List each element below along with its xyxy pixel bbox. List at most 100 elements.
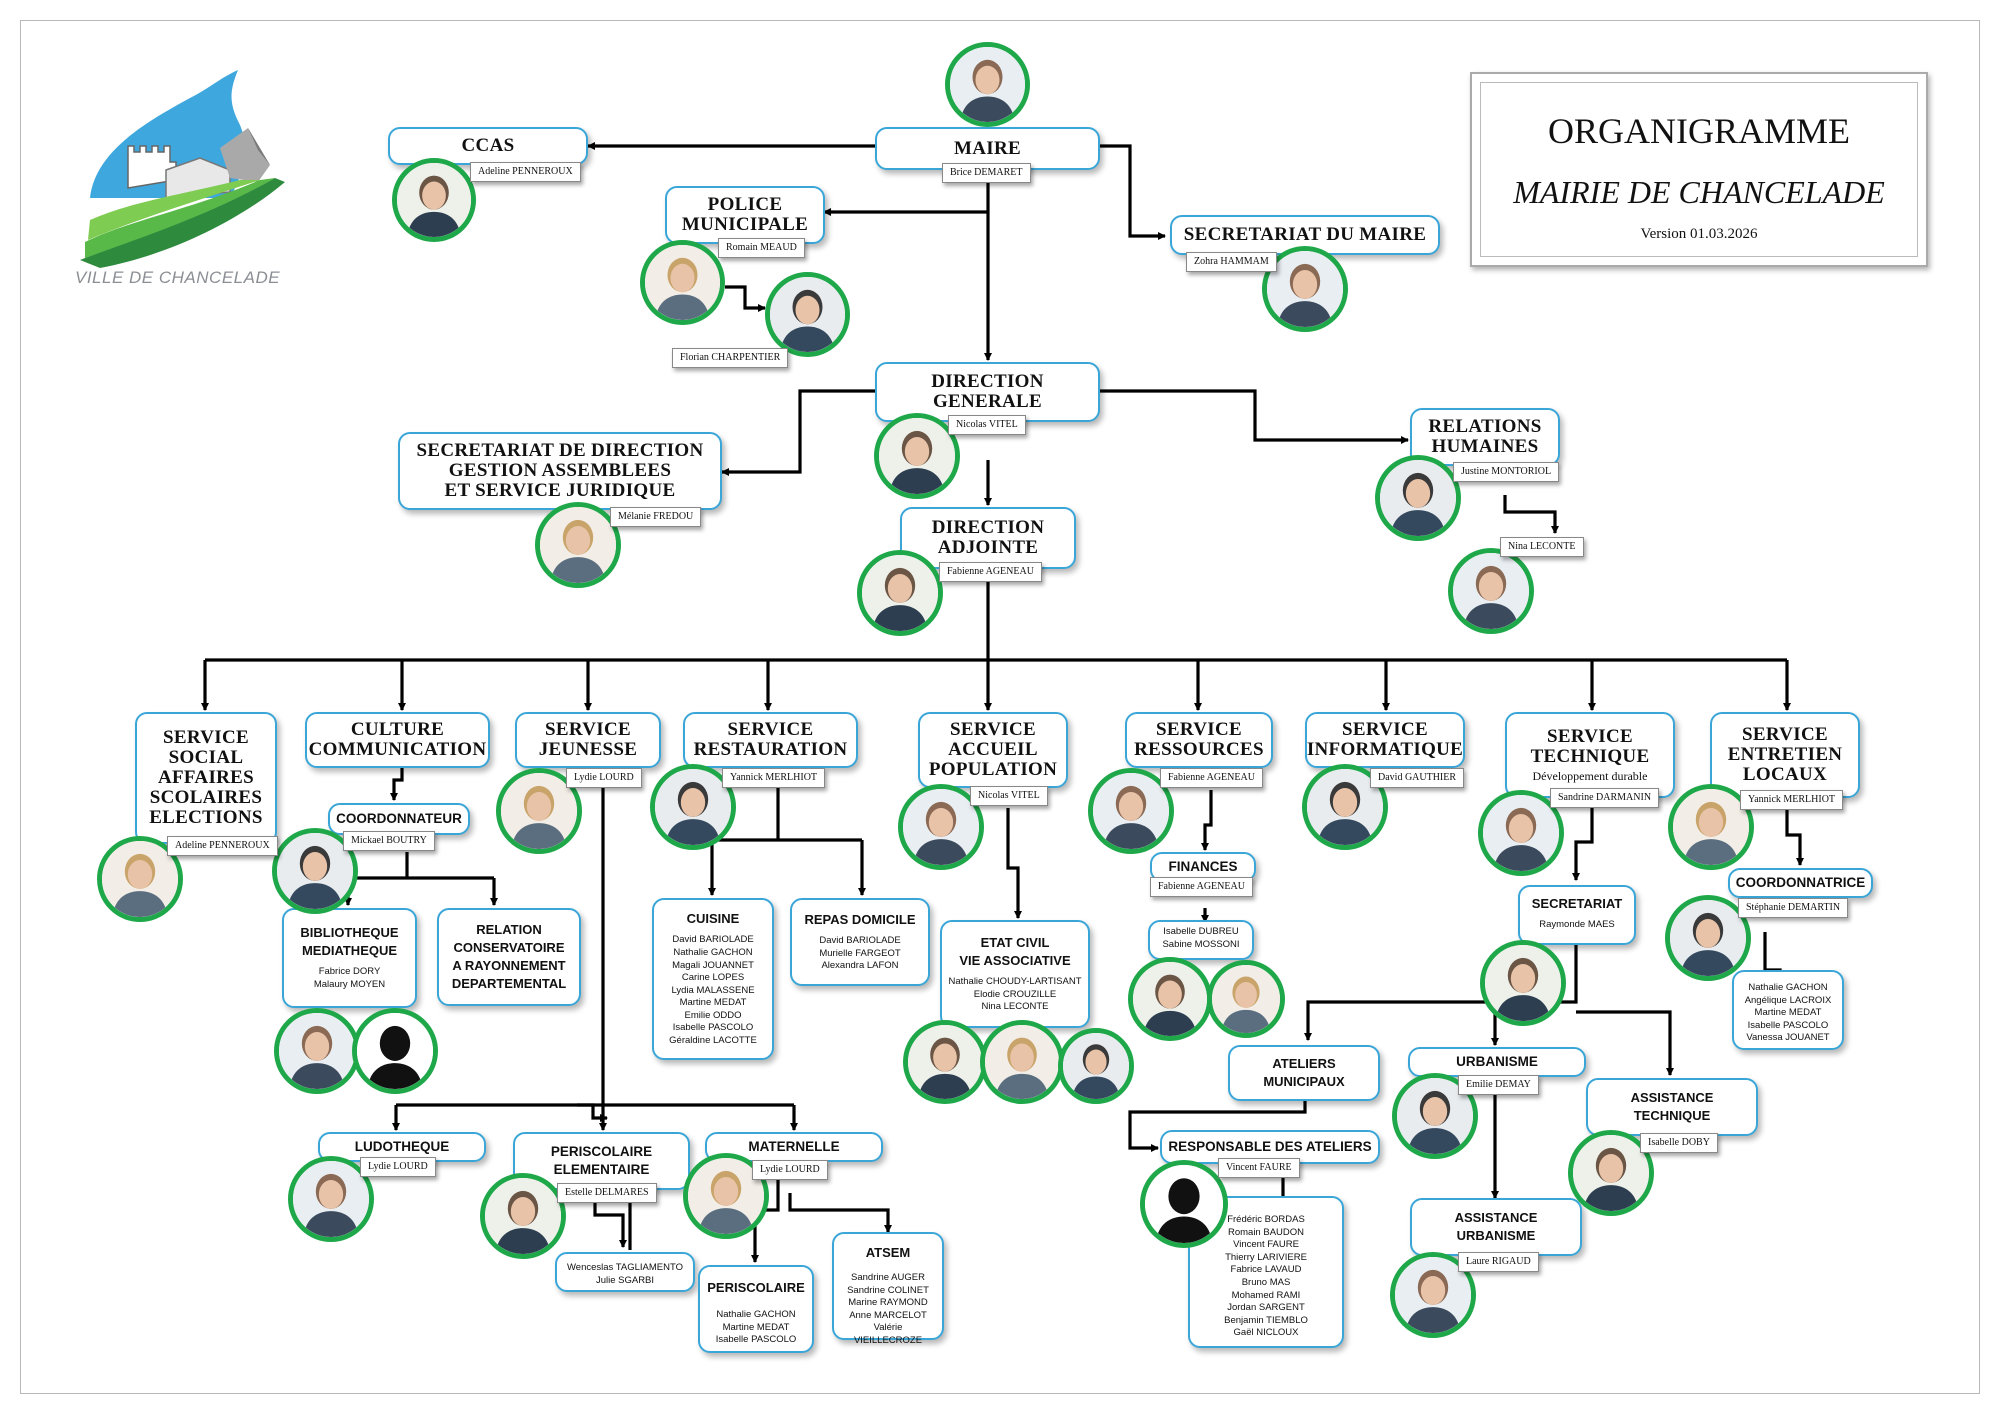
member-list: David BARIOLADE Nathalie GACHON Magali J… bbox=[669, 934, 757, 1047]
box-title: FINANCES bbox=[1168, 859, 1238, 874]
box-title: AFFAIRES bbox=[158, 767, 254, 788]
member: Sandrine AUGER bbox=[851, 1272, 925, 1283]
box-title: SERVICE bbox=[163, 727, 249, 748]
person-icon bbox=[1267, 251, 1343, 327]
tag-secretariat-direction: Mélanie FREDOU bbox=[610, 507, 702, 527]
photo-etat-civil-2 bbox=[980, 1020, 1064, 1104]
box-title: REPAS DOMICILE bbox=[804, 912, 916, 928]
person-icon bbox=[1212, 965, 1280, 1033]
box-service-accueil: SERVICE ACCUEIL POPULATION bbox=[918, 712, 1068, 788]
tag-direction-adjointe: Fabienne AGENEAU bbox=[939, 562, 1042, 582]
box-service-informatique: SERVICE INFORMATIQUE bbox=[1305, 712, 1465, 768]
member: Isabelle PASCOLO bbox=[715, 1334, 797, 1346]
photo-relations-humaines-2 bbox=[1448, 548, 1534, 634]
box-title: ACCUEIL bbox=[948, 739, 1038, 760]
tag-service-technique: Sandrine DARMANIN bbox=[1550, 788, 1660, 808]
box-title: JEUNESSE bbox=[538, 739, 638, 760]
box-secretariat-direction: SECRETARIAT DE DIRECTION GESTION ASSEMBL… bbox=[398, 432, 722, 510]
photo-coordonnatrice bbox=[1665, 895, 1751, 981]
member: Angélique LACROIX bbox=[1744, 994, 1832, 1006]
person-icon bbox=[1093, 773, 1169, 849]
member-name: Raymonde MAES bbox=[1539, 919, 1615, 930]
member: Martine MEDAT bbox=[722, 1321, 790, 1333]
box-responsable-ateliers: RESPONSABLE DES ATELIERS bbox=[1160, 1130, 1380, 1164]
box-title: CONSERVATOIRE bbox=[453, 940, 565, 955]
member: Julie SGARBI bbox=[595, 1274, 655, 1286]
box-urbanisme: URBANISME bbox=[1408, 1047, 1586, 1077]
member: Sandrine COLINET bbox=[847, 1284, 929, 1296]
tag-relations-humaines-2: Nina LECONTE bbox=[1500, 537, 1584, 557]
photo-service-restauration bbox=[650, 764, 736, 850]
person-icon bbox=[277, 833, 353, 909]
box-title: ENTRETIEN bbox=[1727, 744, 1843, 765]
member: Gaël NICLOUX bbox=[1233, 1327, 1299, 1339]
person-icon bbox=[862, 555, 938, 631]
member: Isabelle PASCOLO bbox=[672, 1022, 754, 1034]
tag-coordonnateur: Mickael BOUTRY bbox=[343, 831, 435, 851]
photo-ccas bbox=[392, 158, 476, 242]
photo-service-ressources bbox=[1088, 768, 1174, 854]
person-icon bbox=[770, 277, 845, 352]
member: Vincent FAURE bbox=[1233, 1239, 1299, 1251]
box-title: INFORMATIQUE bbox=[1306, 739, 1464, 760]
tag-direction-generale: Nicolas VITEL bbox=[948, 415, 1026, 435]
box-title: VIE ASSOCIATIVE bbox=[959, 953, 1071, 969]
box-title: ADJOINTE bbox=[937, 537, 1039, 558]
box-periscolaire: PERISCOLAIRE Nathalie GACHON Martine MED… bbox=[698, 1265, 814, 1353]
box-title: SECRETARIAT bbox=[1531, 896, 1623, 911]
title-panel-inner bbox=[1480, 82, 1918, 257]
box-finances-members: Isabelle DUBREU Sabine MOSSONI bbox=[1148, 920, 1254, 960]
tag-assistance-urbanisme: Laure RIGAUD bbox=[1458, 1252, 1539, 1272]
member-list: Nathalie CHOUDY-LARTISANT Elodie CROUZIL… bbox=[948, 976, 1081, 1014]
box-service-jeunesse: SERVICE JEUNESSE bbox=[515, 712, 661, 768]
member: Isabelle PASCOLO bbox=[1747, 1019, 1829, 1031]
box-subtitle: Développement durable bbox=[1532, 768, 1648, 783]
tag-maternelle: Lydie LOURD bbox=[752, 1160, 828, 1180]
person-icon bbox=[950, 47, 1025, 122]
box-title: CULTURE bbox=[350, 719, 445, 740]
box-title: SERVICE bbox=[545, 719, 631, 740]
member: Wenceslas TAGLIAMENTO bbox=[567, 1262, 683, 1273]
tag-urbanisme: Emilie DEMAY bbox=[1458, 1075, 1539, 1095]
member: Magali JOUANNET bbox=[672, 959, 754, 971]
person-icon bbox=[1483, 795, 1559, 871]
member: David BARIOLADE bbox=[672, 934, 754, 946]
member: Isabelle DUBREU bbox=[1163, 926, 1239, 937]
member-list: Nathalie GACHON Angélique LACROIX Martin… bbox=[1745, 982, 1832, 1045]
box-title: RESTAURATION bbox=[693, 739, 848, 760]
box-title: SERVICE bbox=[1742, 724, 1828, 745]
box-secretariat-technique: SECRETARIAT Raymonde MAES bbox=[1518, 885, 1636, 945]
box-service-ressources: SERVICE RESSOURCES bbox=[1125, 712, 1273, 768]
member: Marine RAYMOND bbox=[848, 1297, 928, 1309]
box-service-restauration: SERVICE RESTAURATION bbox=[683, 712, 858, 768]
box-title: ELEMENTAIRE bbox=[553, 1162, 650, 1177]
member: Romain BAUDON bbox=[1227, 1226, 1305, 1238]
photo-service-jeunesse bbox=[496, 768, 582, 854]
member: Valérie VIEILLECROZE bbox=[853, 1322, 923, 1346]
member: Nathalie GACHON bbox=[716, 1309, 796, 1320]
person-icon bbox=[1485, 945, 1561, 1021]
box-title: SCOLAIRES bbox=[149, 787, 263, 808]
person-icon bbox=[501, 773, 577, 849]
member: Elodie CROUZILLE bbox=[973, 988, 1057, 1000]
box-title: SERVICE bbox=[1547, 725, 1633, 747]
box-title: HUMAINES bbox=[1431, 436, 1539, 457]
box-police: POLICE MUNICIPALE bbox=[665, 186, 825, 244]
box-service-entretien: SERVICE ENTRETIEN LOCAUX bbox=[1710, 712, 1860, 798]
member-list: David BARIOLADE Murielle FARGEOT Alexand… bbox=[819, 935, 900, 973]
member-list: Nathalie GACHON Martine MEDAT Isabelle P… bbox=[716, 1309, 797, 1347]
photo-bibliotheque-1 bbox=[274, 1008, 360, 1094]
box-service-social: SERVICE SOCIAL AFFAIRES SCOLAIRES ELECTI… bbox=[135, 712, 277, 844]
box-title: DIRECTION bbox=[931, 371, 1044, 392]
member: Vanessa JOUANET bbox=[1746, 1032, 1830, 1044]
person-icon bbox=[645, 245, 720, 320]
person-icon bbox=[879, 418, 955, 494]
tag-police: Romain MEAUD bbox=[718, 238, 805, 258]
tag-service-informatique: David GAUTHIER bbox=[1370, 768, 1465, 788]
photo-etat-civil-3 bbox=[1058, 1028, 1134, 1104]
photo-responsable-ateliers bbox=[1140, 1160, 1228, 1248]
box-title: LUDOTHEQUE bbox=[354, 1139, 450, 1154]
box-title: ATSEM bbox=[865, 1245, 911, 1260]
photo-direction-generale bbox=[874, 413, 960, 499]
